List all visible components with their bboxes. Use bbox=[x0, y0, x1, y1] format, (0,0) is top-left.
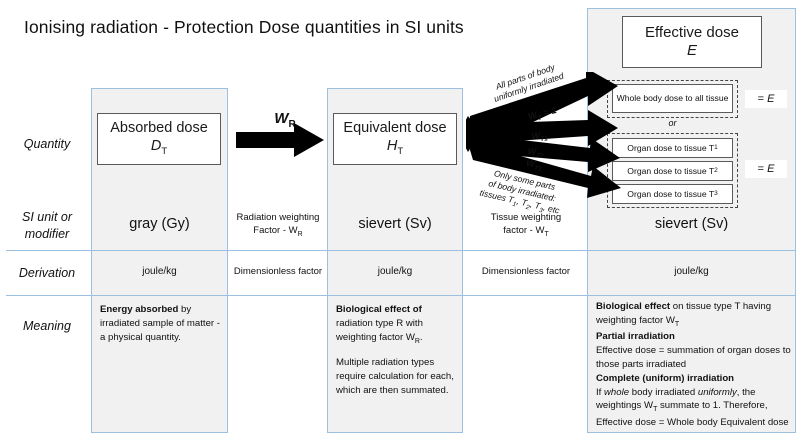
si-unit-effective: sievert (Sv) bbox=[654, 216, 729, 232]
si-unit-absorbed: gray (Gy) bbox=[129, 216, 190, 232]
row-label-meaning: Meaning bbox=[23, 319, 71, 333]
page-title: Ionising radiation - Protection Dose qua… bbox=[24, 17, 464, 37]
tissue-weighting-arrow-fan bbox=[466, 72, 621, 198]
whole-body-group bbox=[607, 80, 738, 118]
quantity-box-equivalent-dose: Equivalent dose HT bbox=[333, 113, 457, 165]
organ-dose-group bbox=[607, 133, 738, 208]
effective-dose-label: Effective dose bbox=[645, 23, 739, 41]
quantity-box-absorbed-dose: Absorbed dose DT bbox=[97, 113, 221, 165]
derivation-equivalent: joule/kg bbox=[377, 266, 413, 277]
row-label-quantity: Quantity bbox=[23, 137, 71, 151]
radiation-weighting-factor-label: WR bbox=[274, 110, 296, 130]
equals-effective-dose-whole-body: = E bbox=[745, 90, 787, 108]
meaning-effective: Biological effect on tissue type T havin… bbox=[596, 301, 791, 428]
radiation-weighting-arrow bbox=[236, 123, 324, 157]
equals-effective-dose-organs: = E bbox=[745, 160, 787, 178]
column-band-effective-dose bbox=[587, 8, 796, 433]
absorbed-dose-label: Absorbed dose bbox=[110, 120, 208, 137]
whole-body-dose-box: Whole body dose to all tissue bbox=[612, 84, 733, 113]
absorbed-dose-symbol: DT bbox=[150, 137, 168, 157]
row-divider-derivation bbox=[6, 250, 796, 251]
or-label: or bbox=[668, 118, 677, 128]
quantity-box-effective-dose: Effective dose E bbox=[622, 16, 762, 68]
row-divider-meaning bbox=[6, 295, 796, 296]
row-label-derivation: Derivation bbox=[18, 266, 76, 280]
equivalent-dose-label: Equivalent dose bbox=[343, 120, 447, 137]
effective-dose-symbol: E bbox=[686, 41, 697, 59]
meaning-absorbed: Energy absorbed by irradiated sample of … bbox=[100, 304, 220, 343]
si-unit-equivalent: sievert (Sv) bbox=[358, 216, 432, 232]
equivalent-dose-symbol: HT bbox=[386, 137, 404, 157]
derivation-absorbed: joule/kg bbox=[142, 266, 177, 277]
derivation-tissue-weighting: Dimensionless factor bbox=[481, 266, 571, 277]
derivation-radiation-weighting: Dimensionless factor bbox=[233, 266, 323, 277]
wt3-label: WT3 bbox=[525, 158, 543, 173]
meaning-equivalent: Biological effect of radiation type R wi… bbox=[336, 304, 454, 396]
wt1-label: WT1 bbox=[531, 130, 549, 144]
derivation-effective: joule/kg bbox=[674, 266, 709, 277]
